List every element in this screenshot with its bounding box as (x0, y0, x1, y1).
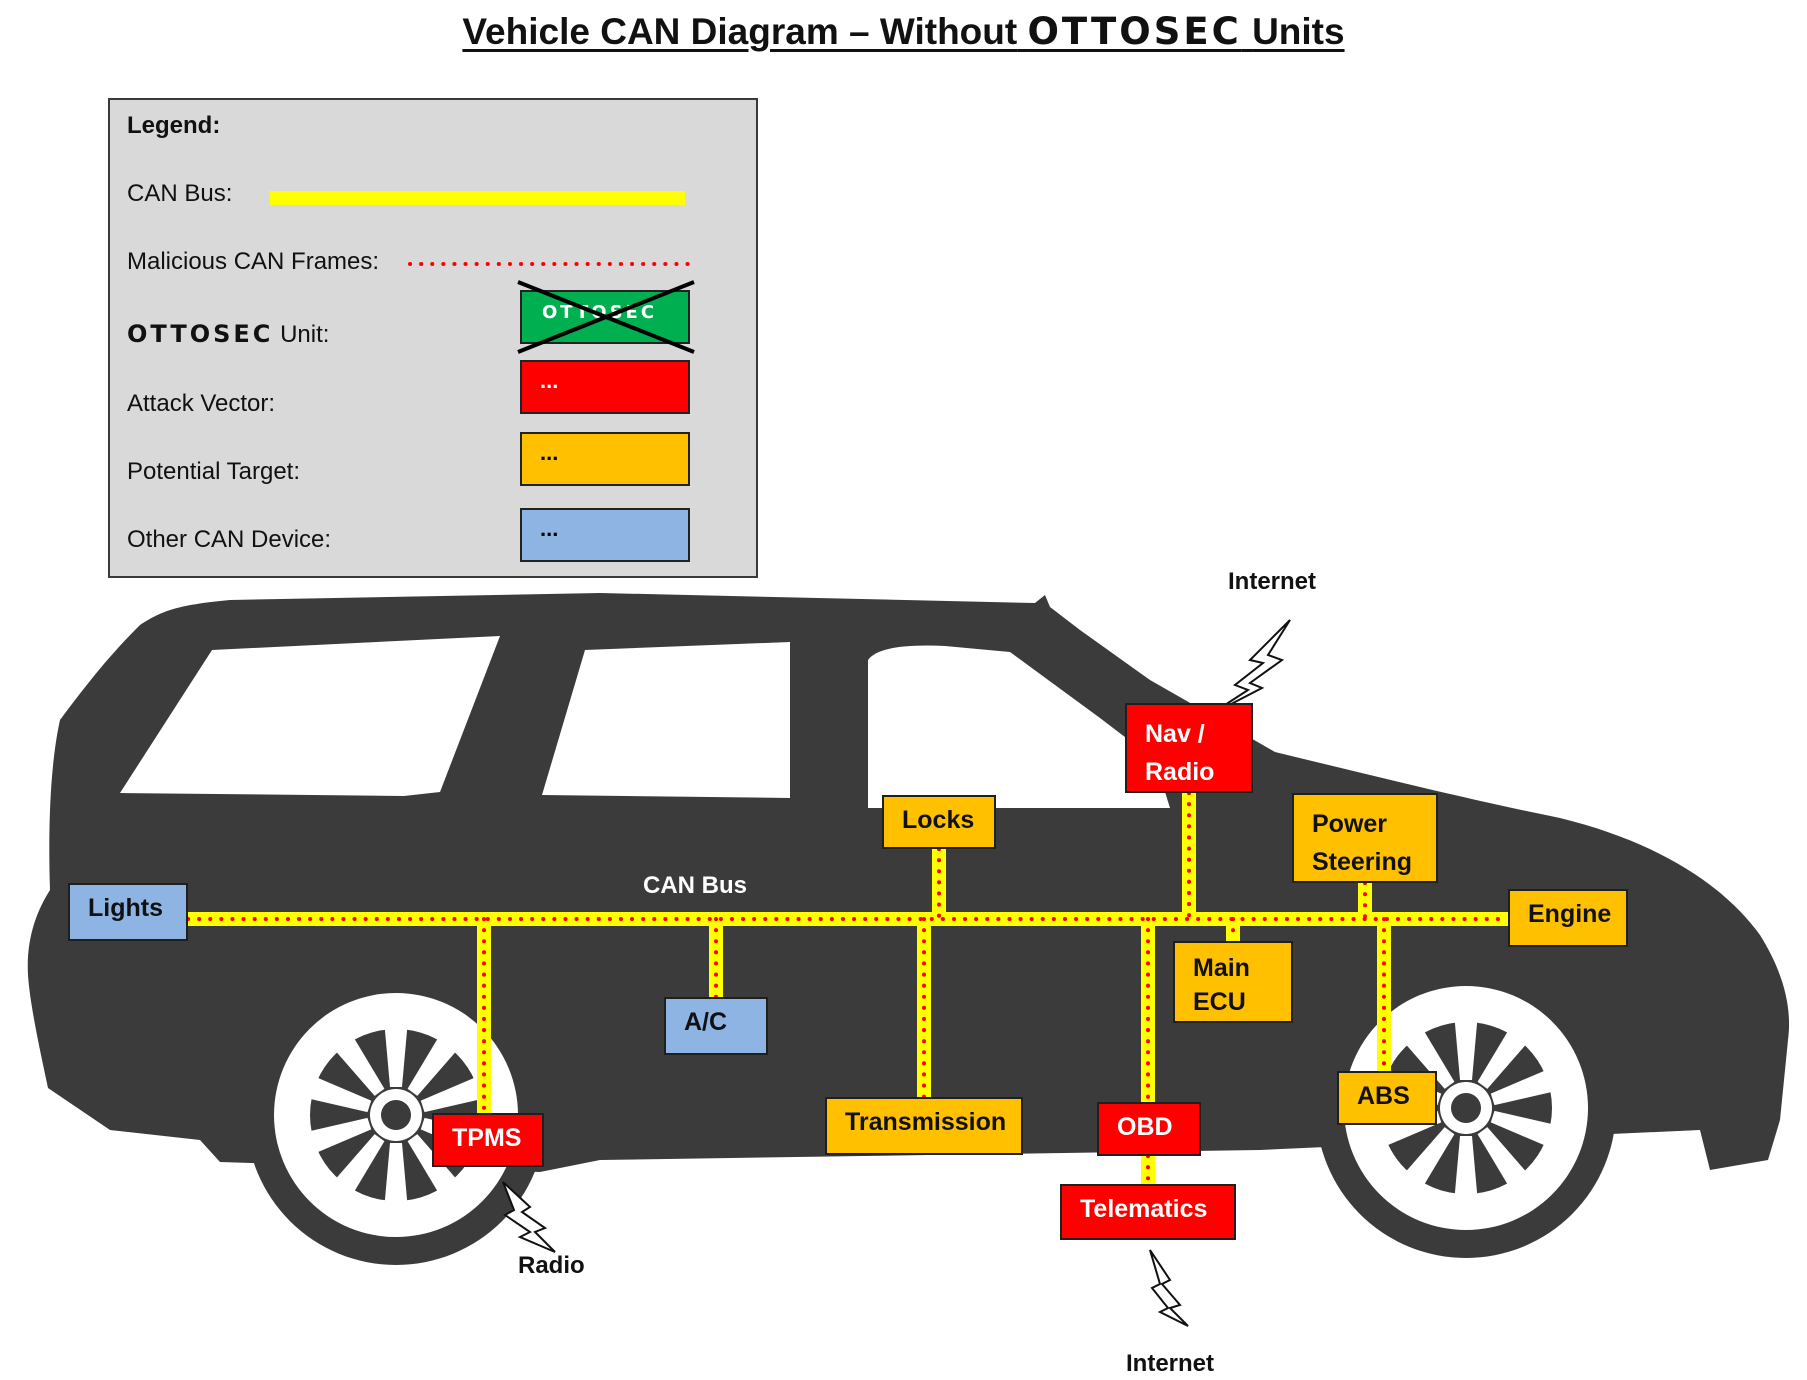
lug-hole (390, 1155, 402, 1167)
legend-can-bus-label: CAN Bus: (127, 180, 233, 207)
node-tpms: TPMS (432, 1113, 544, 1167)
lug-hole (1460, 1148, 1472, 1160)
node-locks: Locks (882, 795, 996, 849)
legend-attack-vector-label: Attack Vector: (127, 390, 276, 417)
lightning-bolt-icon (1207, 619, 1291, 717)
lug-hole (1503, 1116, 1516, 1129)
legend-other-device-swatch: ... (520, 508, 690, 562)
wheel-spoke (279, 1065, 372, 1113)
crossed-out-icon (517, 280, 695, 354)
legend-malicious-label: Malicious CAN Frames: (127, 248, 380, 275)
lightning-bolt-icon (1149, 1249, 1189, 1327)
legend-heading: Legend: (127, 112, 221, 139)
legend-malicious-swatch (408, 262, 698, 266)
legend-other-device-label: Other CAN Device: (127, 526, 332, 553)
legend-can-bus-swatch (270, 191, 685, 205)
node-abs: ABS (1337, 1071, 1437, 1125)
rear-window (120, 636, 500, 796)
legend-potential-target-label: Potential Target: (127, 458, 301, 485)
node-ac: A/C (664, 997, 768, 1055)
wheel-spoke (382, 997, 410, 1087)
wheel-spoke (1477, 1127, 1547, 1212)
legend-box: Legend: CAN Bus: Malicious CAN Frames: O… (108, 98, 758, 578)
internet-label-top: Internet (1228, 568, 1317, 595)
node-transmission: Transmission (825, 1097, 1023, 1155)
lightning-bolt-icon (502, 1181, 556, 1253)
front-window (868, 645, 1170, 808)
can-bus-label: CAN Bus (643, 872, 748, 899)
wheel-spoke (1452, 990, 1480, 1080)
wheel-spoke (315, 1134, 385, 1219)
lug-hole (417, 1071, 429, 1084)
ottosec-logo-text: OTTOSEC (1027, 10, 1242, 53)
radio-label: Radio (518, 1252, 585, 1279)
page-title: Vehicle CAN Diagram – Without OTTOSEC Un… (462, 10, 1345, 53)
node-obd: OBD (1097, 1102, 1201, 1156)
legend-potential-target-swatch: ... (520, 432, 690, 486)
node-nav-radio: Nav /Radio (1125, 703, 1253, 793)
front-wheel (1316, 958, 1616, 1258)
internet-label-bottom: Internet (1126, 1350, 1215, 1377)
wheel-spoke (407, 1134, 477, 1219)
can-bus-network (181, 786, 1515, 1191)
node-telematics: Telematics (1060, 1184, 1236, 1240)
middle-window (542, 642, 790, 798)
rear-wheel (246, 965, 546, 1265)
legend-attack-vector-swatch: ... (520, 360, 690, 414)
wheel-spoke (382, 1143, 410, 1233)
wheel-spoke (1385, 1127, 1455, 1212)
wheel-spoke (1490, 1058, 1583, 1106)
lug-hole (363, 1071, 375, 1084)
lug-hole (1487, 1064, 1499, 1077)
lug-hole (346, 1123, 359, 1136)
node-engine: Engine (1508, 889, 1628, 947)
wheel-spoke (1452, 1136, 1480, 1226)
legend-ottosec-label: OTTOSEC Unit: (127, 320, 330, 348)
node-lights: Lights (68, 883, 188, 941)
